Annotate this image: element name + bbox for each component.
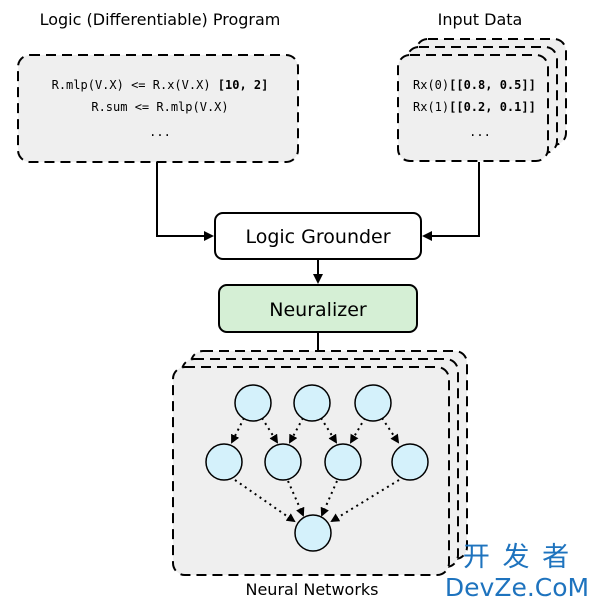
program-line-1: R.mlp(V.X) <= R.x(V.X) [10, 2]	[52, 78, 269, 92]
program-ellipsis: ...	[149, 125, 171, 139]
neuralizer-label: Neuralizer	[269, 299, 367, 321]
edge-mid2-out	[287, 480, 305, 517]
watermark-cn: 开 发 者	[463, 542, 571, 573]
watermark-en: DevZe.CoM	[445, 573, 589, 602]
program-line-2: R.sum <= R.mlp(V.X)	[91, 100, 228, 114]
input-title: Input Data	[438, 10, 523, 29]
input-box	[397, 54, 549, 162]
arrow-program-to-grounder	[156, 162, 214, 241]
edge-mid4-out	[330, 479, 400, 523]
node-mid-4	[391, 443, 429, 481]
node-output	[294, 514, 332, 552]
network-nodes	[205, 384, 429, 552]
edge-mid3-out	[320, 480, 338, 517]
edge-top3-mid3	[349, 417, 366, 444]
node-mid-3	[324, 443, 362, 481]
arrow-input-to-grounder	[422, 162, 480, 241]
logic-grounder-label: Logic Grounder	[245, 226, 390, 248]
node-top-2	[293, 384, 331, 422]
network-edges	[231, 417, 400, 523]
node-top-1	[234, 384, 272, 422]
networks-label: Neural Networks	[245, 580, 378, 599]
program-title: Logic (Differentiable) Program	[40, 10, 281, 29]
input-row-1: Rx(0)[[0.8, 0.5]]	[413, 78, 536, 92]
node-mid-1	[205, 443, 243, 481]
input-ellipsis: ...	[469, 125, 491, 139]
edge-top2-mid2	[289, 417, 304, 444]
input-row-2: Rx(1)[[0.2, 0.1]]	[413, 100, 536, 114]
node-top-3	[354, 384, 392, 422]
edge-top3-mid4	[381, 417, 400, 444]
edge-top1-mid1	[231, 417, 245, 444]
node-mid-2	[264, 443, 302, 481]
